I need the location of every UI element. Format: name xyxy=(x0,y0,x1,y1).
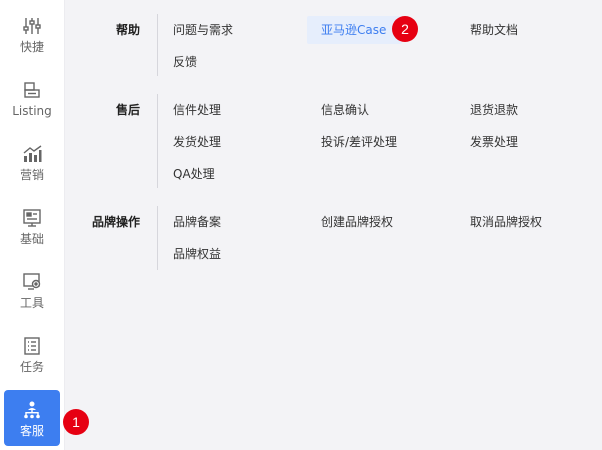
link-brand-benefits[interactable]: 品牌权益 xyxy=(173,247,222,261)
nav-item-task[interactable]: 任务 xyxy=(4,326,60,382)
link-help-docs[interactable]: 帮助文档 xyxy=(470,23,519,37)
chart-icon xyxy=(21,143,43,165)
group-divider xyxy=(157,206,158,270)
nav-label: 客服 xyxy=(19,424,44,438)
annotation-badge-2: 2 xyxy=(392,16,418,42)
nav-label: 基础 xyxy=(19,232,44,246)
link-amazon-case[interactable]: 亚马逊Case xyxy=(307,16,403,44)
task-list-icon xyxy=(21,335,43,357)
nav-item-listing[interactable]: Listing xyxy=(4,70,60,126)
annotation-badge-1: 1 xyxy=(63,409,89,435)
nav-item-customer-service[interactable]: 客服 xyxy=(4,390,60,446)
link-cancel-brand-auth[interactable]: 取消品牌授权 xyxy=(470,215,543,229)
tools-icon xyxy=(21,271,43,293)
link-qa-handling[interactable]: QA处理 xyxy=(173,167,215,181)
nav-label: 任务 xyxy=(19,360,44,374)
sliders-icon xyxy=(21,15,43,37)
nav-label: 快捷 xyxy=(19,40,44,54)
link-invoice-handling[interactable]: 发票处理 xyxy=(470,135,519,149)
link-message-handling[interactable]: 信件处理 xyxy=(173,103,222,117)
nav-item-basic[interactable]: 基础 xyxy=(4,198,60,254)
customer-service-icon xyxy=(21,399,43,421)
link-feedback[interactable]: 反馈 xyxy=(173,55,198,69)
nav-item-shortcut[interactable]: 快捷 xyxy=(4,6,60,62)
nav-label: 营销 xyxy=(19,168,44,182)
nav-label: Listing xyxy=(12,104,52,118)
group-title-brand: 品牌操作 xyxy=(91,215,140,229)
listing-icon xyxy=(21,79,43,101)
group-title-after-sales: 售后 xyxy=(115,103,140,117)
link-return-refund[interactable]: 退货退款 xyxy=(470,103,519,117)
link-brand-registry[interactable]: 品牌备案 xyxy=(173,215,222,229)
link-info-confirm[interactable]: 信息确认 xyxy=(321,103,370,117)
link-create-brand-auth[interactable]: 创建品牌授权 xyxy=(321,215,394,229)
nav-item-tools[interactable]: 工具 xyxy=(4,262,60,318)
dashboard-icon xyxy=(21,207,43,229)
sidebar: 快捷 Listing 营销 基础 xyxy=(0,0,65,450)
link-shipping-handling[interactable]: 发货处理 xyxy=(173,135,222,149)
nav-label: 工具 xyxy=(19,296,44,310)
link-issues-requests[interactable]: 问题与需求 xyxy=(173,23,234,37)
menu-panel: 帮助 问题与需求 亚马逊Case 帮助文档 反馈 售后 信件处理 信息确认 退货… xyxy=(64,0,602,450)
group-divider xyxy=(157,94,158,188)
group-divider xyxy=(157,14,158,76)
link-complaint-review[interactable]: 投诉/差评处理 xyxy=(321,135,398,149)
group-title-help: 帮助 xyxy=(115,23,140,37)
nav-item-marketing[interactable]: 营销 xyxy=(4,134,60,190)
